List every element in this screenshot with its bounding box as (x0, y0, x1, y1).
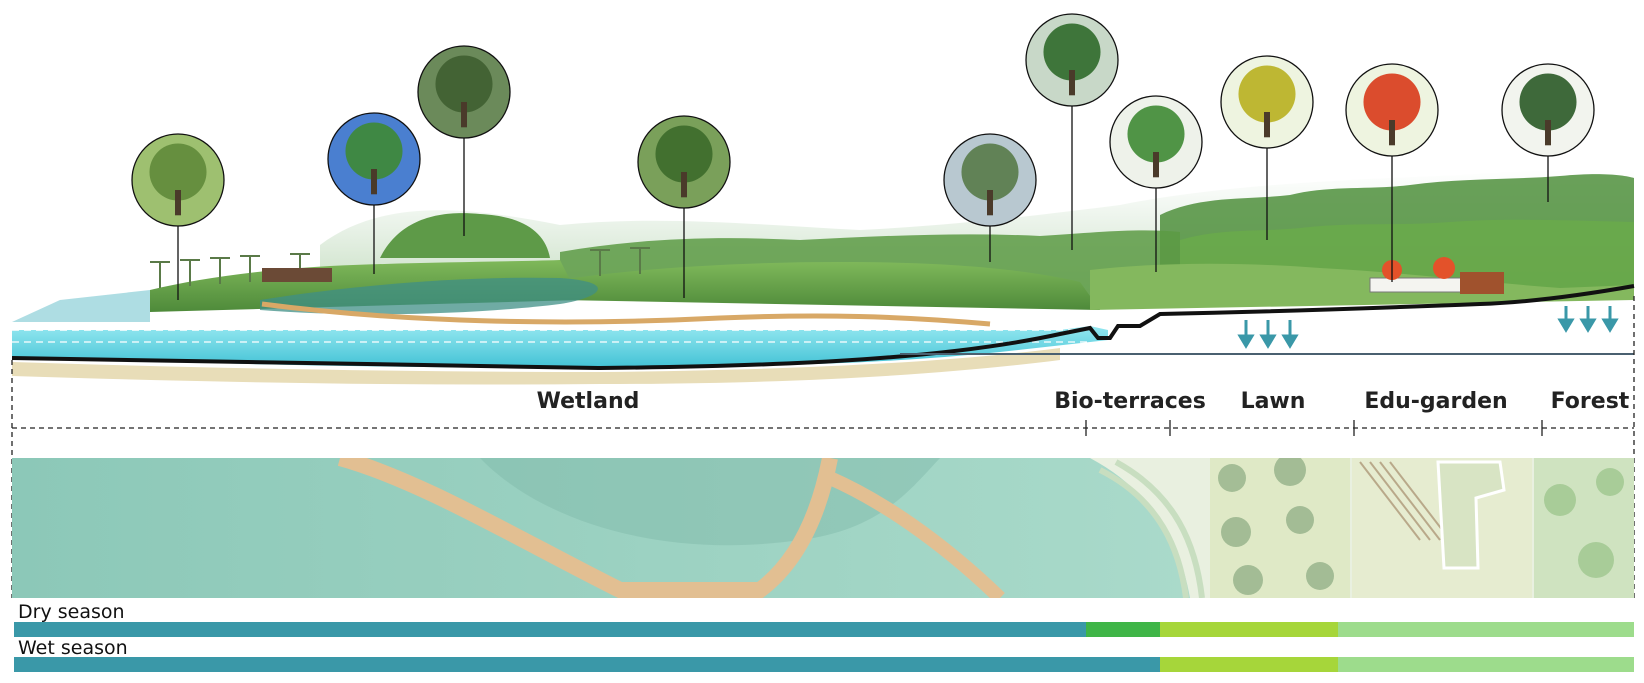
plan-garden-building (1436, 460, 1506, 570)
dry-season-label: Dry season (18, 601, 125, 623)
zone-tick-marks (1085, 420, 1543, 436)
zone-labels: Wetland Bio-terraces Lawn Edu-garden For… (11, 296, 1635, 598)
infiltration-arrows-forest (1557, 306, 1619, 333)
zone-label-lawn: Lawn (1241, 389, 1306, 414)
plan-lawn-trees (1218, 458, 1334, 595)
zone-label-edu-garden: Edu-garden (1364, 389, 1507, 414)
season-legend: Dry season Wet season (14, 601, 1634, 672)
infiltration-arrows-lawn (1237, 320, 1299, 349)
dryBar-segment-2 (1086, 622, 1160, 637)
wetBar-segment-4 (1338, 657, 1634, 672)
dryBar-segment-4 (1338, 622, 1634, 637)
plan-boardwalk-branch (827, 471, 1005, 598)
yellow-flower-tree-icon (1220, 55, 1314, 240)
water-plane-left (12, 290, 150, 322)
plan-view (12, 458, 1634, 598)
zone-label-forest: Forest (1551, 389, 1630, 414)
dry-season-bar (14, 622, 1634, 637)
bare-tree-icon (943, 133, 1037, 262)
wetBar-segment-0 (14, 657, 1086, 672)
plant-callouts (131, 13, 1595, 300)
plan-terrace-rings (1098, 459, 1205, 598)
wetBar-segment-3 (1160, 657, 1338, 672)
zone-label-bio-terraces: Bio-terraces (1054, 389, 1206, 414)
conifer-tree-icon (1501, 63, 1595, 202)
central-island (560, 262, 1100, 310)
palm-row (150, 247, 650, 288)
wet-season-label: Wet season (18, 637, 128, 659)
flame-tree-icon (1345, 63, 1439, 282)
plan-boardwalk (337, 458, 838, 598)
plan-forest-trees (1544, 468, 1624, 578)
ground-profile (11, 284, 1635, 371)
section-elevation (11, 169, 1635, 385)
palm-tree-icon (327, 112, 421, 274)
sand-bed (12, 348, 1060, 385)
zone-label-wetland: Wetland (537, 389, 640, 414)
water-body (12, 326, 1108, 368)
bamboo-grove-icon (417, 45, 511, 236)
lagoon (260, 277, 598, 315)
rain-tree-icon (1025, 13, 1119, 250)
grass-reed-icon (131, 133, 225, 300)
wet-season-bar (14, 657, 1634, 672)
upland-lawn (1090, 263, 1634, 310)
plan-garden-rows (1359, 461, 1451, 541)
cattail-icon (637, 115, 731, 298)
bamboo-grove (380, 213, 550, 258)
dryBar-segment-3 (1160, 622, 1338, 637)
dryBar-segment-0 (14, 622, 1086, 637)
wetBar-segment-2 (1086, 657, 1160, 672)
broadleaf-tree-icon (1109, 95, 1203, 272)
cabin (262, 268, 332, 282)
boardwalk-section (261, 301, 991, 327)
